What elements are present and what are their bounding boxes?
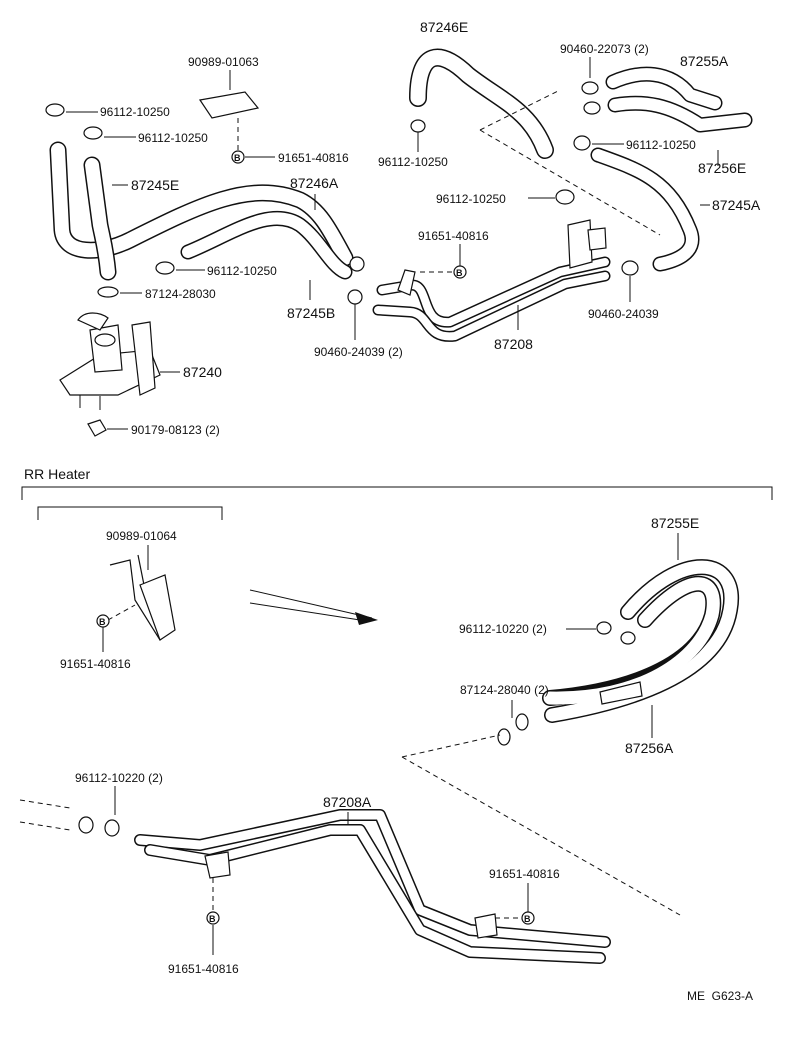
dash-line-a xyxy=(479,89,561,131)
label-87245A: 87245A xyxy=(712,197,761,213)
label-90179-08123: 90179-08123 (2) xyxy=(131,423,220,437)
section-title-rr-heater: RR Heater xyxy=(24,466,90,482)
dash-line-d xyxy=(401,756,681,916)
nut-90179-08123 xyxy=(87,419,107,437)
label-90460-22073: 90460-22073 (2) xyxy=(560,42,649,56)
clamp-90460-24039-right xyxy=(621,260,639,276)
clamp-96112-10220-a1 xyxy=(596,621,612,635)
label-87256A: 87256A xyxy=(625,740,674,756)
dash-bracket-lower xyxy=(107,604,136,621)
clamp-96112-10250-center xyxy=(155,261,175,275)
clamp-90460-24039-a xyxy=(347,289,363,305)
pipe-stub-left xyxy=(19,799,71,831)
label-87245B: 87245B xyxy=(287,305,335,321)
hose-87245A xyxy=(590,147,700,272)
valve-87240 xyxy=(59,312,161,410)
bolt-marker-lower-a: B xyxy=(99,617,106,627)
label-96112-10220-a: 96112-10220 (2) xyxy=(459,622,547,636)
clamp-90460-22073-b xyxy=(583,101,601,115)
clamp-96112-10250-left-b xyxy=(83,126,103,140)
hose-87255E xyxy=(542,559,740,723)
clamp-96112-10250-left-a xyxy=(45,103,65,117)
clamp-96112-10220-b1 xyxy=(78,816,94,834)
bolt-marker-upper-b: B xyxy=(456,268,463,278)
label-87124-28030: 87124-28030 xyxy=(145,287,216,301)
label-87240: 87240 xyxy=(183,364,222,380)
clamp-hose-end-a xyxy=(349,256,365,272)
label-87245E: 87245E xyxy=(131,177,179,193)
bolt-marker-lower-c: B xyxy=(209,914,216,924)
bolt-B-lower-b xyxy=(521,911,535,925)
label-87208A: 87208A xyxy=(323,794,372,810)
hose-87246A xyxy=(180,210,353,280)
catalog-code: ME G623-A xyxy=(687,989,753,1003)
label-87255A: 87255A xyxy=(680,53,729,69)
label-91651-40816-e: 91651-40816 xyxy=(168,962,239,976)
clamp-87124-28040-a xyxy=(497,728,511,746)
label-91651-40816-b: 91651-40816 xyxy=(418,229,489,243)
label-90460-24039-b: 90460-24039 (2) xyxy=(314,345,403,359)
bracket-90989-01063 xyxy=(198,91,260,119)
clamp-90460-22073-a xyxy=(581,81,599,95)
bolt-B-upper-a xyxy=(231,150,245,164)
label-96112-10250-left-a: 96112-10250 xyxy=(100,105,170,119)
clamp-87124-28040-b xyxy=(515,713,529,731)
label-91651-40816-c: 91651-40816 xyxy=(60,657,131,671)
pipe-87208A xyxy=(134,809,611,964)
bolt-B-lower-c xyxy=(206,911,220,925)
bolt-marker-lower-b: B xyxy=(524,914,531,924)
bolt-B-upper-b xyxy=(453,265,467,279)
bolt-marker-upper-a: B xyxy=(234,153,241,163)
label-87256E: 87256E xyxy=(698,160,746,176)
clamp-96112-10250-pipe xyxy=(555,189,575,205)
label-91651-40816-a: 91651-40816 xyxy=(278,151,349,165)
hose-87255A xyxy=(605,66,753,133)
label-96112-10250-right: 96112-10250 xyxy=(626,138,696,152)
label-96112-10250-pipe: 96112-10250 xyxy=(436,192,506,206)
label-87246A: 87246A xyxy=(290,175,339,191)
label-96112-10250-left-b: 96112-10250 xyxy=(138,131,208,145)
label-87255E: 87255E xyxy=(651,515,699,531)
section-bracket-rr-heater xyxy=(21,486,773,500)
clamp-96112-10220-b2 xyxy=(104,819,120,837)
clamp-96112-10250-right xyxy=(573,135,591,151)
label-87246E: 87246E xyxy=(420,19,468,35)
label-87124-28040: 87124-28040 (2) xyxy=(460,683,549,697)
clamp-96112-10220-a2 xyxy=(620,631,636,645)
subsection-bracket xyxy=(37,506,223,520)
bracket-90989-01064 xyxy=(109,554,176,641)
label-96112-10250-center: 96112-10250 xyxy=(207,264,277,278)
hose-87245E xyxy=(49,141,354,281)
label-96112-10220-b: 96112-10220 (2) xyxy=(75,771,163,785)
label-87208: 87208 xyxy=(494,336,533,352)
dash-line-c xyxy=(401,734,501,758)
label-90989-01064: 90989-01064 xyxy=(106,529,177,543)
pipe-87208 xyxy=(372,219,611,342)
dash-line-b xyxy=(479,129,661,236)
label-91651-40816-d: 91651-40816 xyxy=(489,867,560,881)
clamp-87124-28030 xyxy=(97,286,119,298)
clamp-96112-10250-mid xyxy=(410,119,426,133)
direction-arrow xyxy=(249,589,378,625)
label-90460-24039-a: 90460-24039 xyxy=(588,307,659,321)
label-96112-10250-mid: 96112-10250 xyxy=(378,155,448,169)
label-90989-01063: 90989-01063 xyxy=(188,55,259,69)
hose-87246E xyxy=(409,48,554,159)
